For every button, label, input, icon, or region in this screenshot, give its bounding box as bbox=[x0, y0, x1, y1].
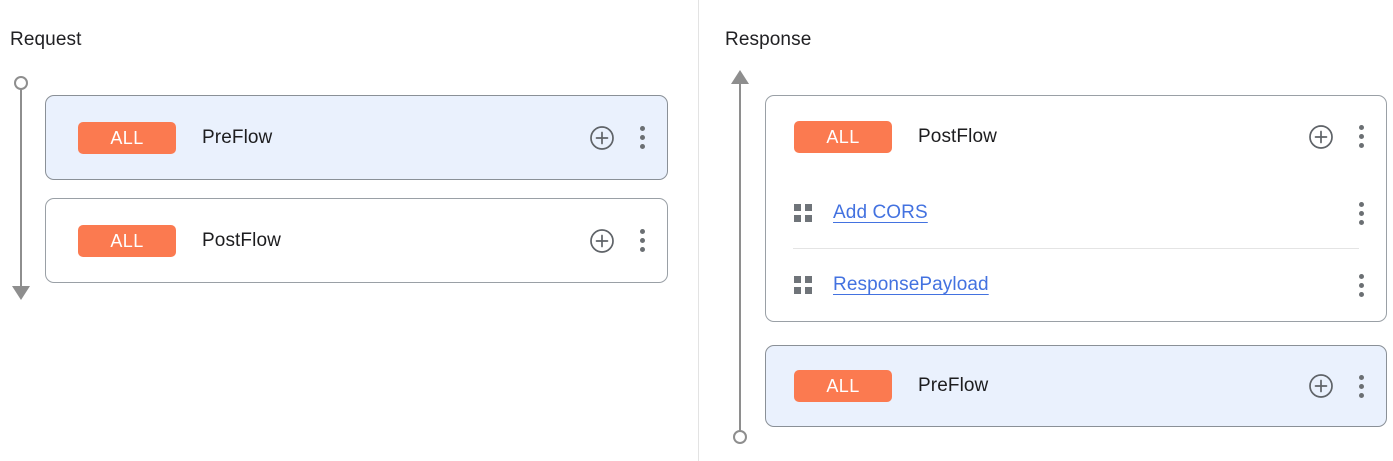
policy-row-actions bbox=[1350, 249, 1372, 321]
flow-card-request-postflow[interactable]: ALL PostFlow bbox=[45, 198, 668, 283]
policy-link-add-cors[interactable]: Add CORS bbox=[833, 202, 928, 223]
grid-square bbox=[794, 287, 801, 294]
response-flow-rail bbox=[726, 70, 754, 448]
kebab-dot bbox=[639, 135, 645, 140]
kebab-dot bbox=[1358, 210, 1364, 216]
rail-line bbox=[739, 83, 741, 432]
kebab-dot bbox=[1358, 291, 1364, 297]
grid-square bbox=[805, 287, 812, 294]
flow-header-row: ALL PostFlow bbox=[46, 199, 667, 282]
flow-row-actions bbox=[1308, 96, 1372, 177]
flow-header-row: ALL PostFlow bbox=[766, 96, 1386, 177]
add-circle-icon[interactable] bbox=[1308, 373, 1334, 399]
grid-drag-icon[interactable] bbox=[794, 204, 812, 222]
more-vert-icon[interactable] bbox=[1350, 272, 1372, 298]
kebab-dot bbox=[639, 144, 645, 149]
kebab-dot bbox=[639, 229, 645, 234]
kebab-dot bbox=[1358, 201, 1364, 207]
panel-divider bbox=[698, 0, 699, 461]
request-panel: Request ALL PreFlow bbox=[7, 28, 668, 306]
more-vert-icon[interactable] bbox=[631, 228, 653, 254]
grid-square bbox=[794, 215, 801, 222]
policy-row-add-cors[interactable]: Add CORS bbox=[766, 177, 1386, 249]
request-flow-rail bbox=[7, 74, 35, 306]
flow-card-request-preflow[interactable]: ALL PreFlow bbox=[45, 95, 668, 180]
kebab-dot bbox=[1358, 219, 1364, 225]
kebab-dot bbox=[1358, 374, 1364, 380]
kebab-dot bbox=[1358, 125, 1364, 130]
flow-row-actions bbox=[589, 199, 653, 282]
kebab-dot bbox=[1358, 143, 1364, 148]
flow-card-response-preflow[interactable]: ALL PreFlow bbox=[765, 345, 1387, 427]
status-badge: ALL bbox=[794, 370, 892, 402]
flow-name-label: PreFlow bbox=[918, 375, 989, 396]
policy-row-response-payload[interactable]: ResponsePayload bbox=[766, 249, 1386, 321]
flow-card-response-postflow[interactable]: ALL PostFlow bbox=[765, 95, 1387, 322]
kebab-dot bbox=[639, 126, 645, 131]
policy-link-response-payload[interactable]: ResponsePayload bbox=[833, 274, 989, 295]
kebab-dot bbox=[1358, 282, 1364, 288]
kebab-dot bbox=[1358, 134, 1364, 139]
add-circle-icon[interactable] bbox=[589, 228, 615, 254]
response-panel: Response bbox=[698, 0, 1393, 461]
circle-node-icon bbox=[733, 430, 747, 444]
flow-row-actions bbox=[589, 96, 653, 179]
kebab-dot bbox=[1358, 383, 1364, 389]
policy-row-actions bbox=[1350, 177, 1372, 249]
flow-header-row: ALL PreFlow bbox=[46, 96, 667, 179]
grid-square bbox=[805, 215, 812, 222]
flow-name-label: PostFlow bbox=[918, 125, 997, 147]
flow-header-row: ALL PreFlow bbox=[766, 346, 1386, 426]
kebab-dot bbox=[639, 238, 645, 243]
status-badge: ALL bbox=[78, 224, 176, 257]
grid-square bbox=[794, 204, 801, 211]
more-vert-icon[interactable] bbox=[1350, 200, 1372, 226]
kebab-dot bbox=[1358, 273, 1364, 279]
response-panel-title: Response bbox=[725, 28, 812, 50]
grid-square bbox=[805, 276, 812, 283]
arrow-up-icon bbox=[731, 70, 749, 84]
status-badge: ALL bbox=[78, 121, 176, 154]
more-vert-icon[interactable] bbox=[1350, 124, 1372, 150]
arrow-down-icon bbox=[12, 286, 30, 300]
kebab-dot bbox=[1358, 392, 1364, 398]
policy-divider bbox=[793, 248, 1359, 249]
request-panel-title: Request bbox=[10, 28, 82, 50]
flow-name-label: PreFlow bbox=[202, 126, 273, 148]
grid-square bbox=[805, 204, 812, 211]
flow-name-label: PostFlow bbox=[202, 229, 281, 251]
status-badge: ALL bbox=[794, 120, 892, 153]
add-circle-icon[interactable] bbox=[1308, 124, 1334, 150]
add-circle-icon[interactable] bbox=[589, 125, 615, 151]
more-vert-icon[interactable] bbox=[1350, 373, 1372, 399]
grid-square bbox=[794, 276, 801, 283]
flow-row-actions bbox=[1308, 346, 1372, 426]
more-vert-icon[interactable] bbox=[631, 125, 653, 151]
kebab-dot bbox=[639, 247, 645, 252]
grid-drag-icon[interactable] bbox=[794, 276, 812, 294]
rail-line bbox=[20, 88, 22, 288]
